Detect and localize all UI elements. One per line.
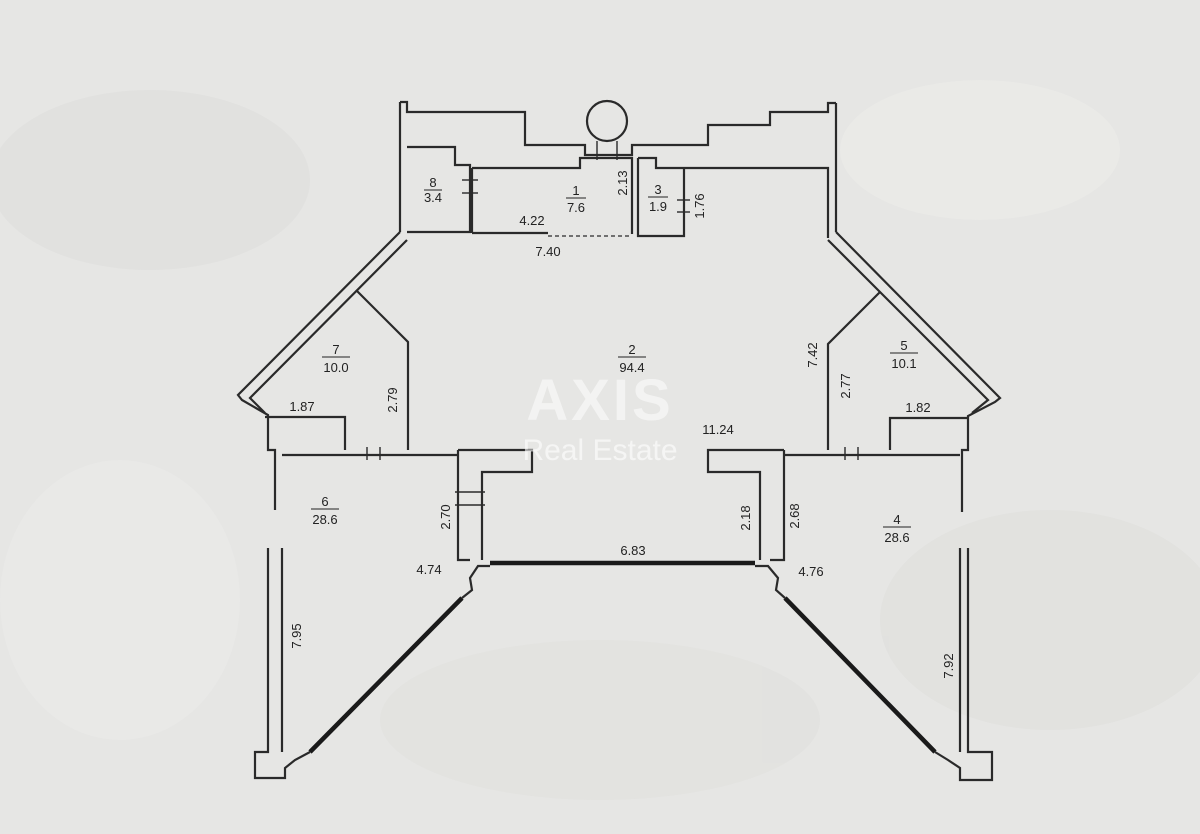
left-lower-wall <box>253 548 311 780</box>
left-window <box>308 596 464 754</box>
dimension-label: 7.42 <box>805 342 820 367</box>
room-number: 4 <box>893 512 900 527</box>
room-label-2: 2 94.4 <box>618 342 646 375</box>
room-labels: 8 3.4 1 7.6 3 1.9 2 94.4 7 10.0 5 10.1 <box>311 175 918 545</box>
column-circle <box>585 99 629 160</box>
room-number: 6 <box>321 494 328 509</box>
dimension-labels: 2.13 1.76 4.22 7.40 7.42 2.77 1.82 2.79 … <box>289 170 956 678</box>
dimension-label: 7.40 <box>535 244 560 259</box>
dimension-label: 4.74 <box>416 562 441 577</box>
dimension-label: 2.79 <box>385 387 400 412</box>
dimension-label: 2.68 <box>787 503 802 528</box>
dimension-label: 7.95 <box>289 623 304 648</box>
left-diagonal-wall <box>236 231 401 510</box>
room-number: 8 <box>429 175 436 190</box>
room-label-6: 6 28.6 <box>311 494 339 527</box>
dimension-label: 1.87 <box>289 399 314 414</box>
interior-walls <box>265 145 968 562</box>
room-area: 1.9 <box>649 199 667 214</box>
dimension-label: 2.13 <box>615 170 630 195</box>
right-diagonal-inner <box>827 239 990 414</box>
dimension-label: 1.82 <box>905 400 930 415</box>
right-diagonal-wall <box>835 231 1002 512</box>
room-area: 10.0 <box>323 360 348 375</box>
dimension-label: 6.83 <box>620 543 645 558</box>
room-area: 28.6 <box>312 512 337 527</box>
room3-walls <box>638 156 830 238</box>
left-diagonal-inner <box>248 239 408 414</box>
room-label-7: 7 10.0 <box>322 342 350 375</box>
dimension-label: 7.92 <box>941 653 956 678</box>
left-window-pier <box>461 564 490 599</box>
room-area: 7.6 <box>567 200 585 215</box>
room-area: 28.6 <box>884 530 909 545</box>
dimension-label: 1.76 <box>692 193 707 218</box>
room-area: 94.4 <box>619 360 644 375</box>
dimension-label: 2.70 <box>438 504 453 529</box>
right-lower-wall <box>934 548 994 782</box>
room-label-5: 5 10.1 <box>890 338 918 371</box>
left-inner-pier <box>458 448 534 560</box>
room-number: 2 <box>628 342 635 357</box>
room-label-1: 1 7.6 <box>566 183 586 215</box>
room-area: 10.1 <box>891 356 916 371</box>
room-number: 7 <box>332 342 339 357</box>
room5-walls <box>826 291 881 450</box>
top-wall <box>400 100 836 157</box>
room7-walls <box>355 289 410 450</box>
room8-walls <box>407 145 472 234</box>
room-label-3: 3 1.9 <box>648 182 668 214</box>
dimension-label: 4.76 <box>798 564 823 579</box>
dimension-label: 2.77 <box>838 373 853 398</box>
outer-walls <box>236 100 1002 782</box>
right-window-pier <box>755 564 786 599</box>
watermark: AXIS Real Estate <box>522 368 677 467</box>
room-label-8: 8 3.4 <box>424 175 442 205</box>
dimension-label: 11.24 <box>702 422 734 437</box>
dimension-label: 2.18 <box>738 505 753 530</box>
watermark-tagline: Real Estate <box>522 434 677 467</box>
room-label-4: 4 28.6 <box>883 512 911 545</box>
room-number: 3 <box>654 182 661 197</box>
room-area: 3.4 <box>424 190 442 205</box>
right-inner-pier <box>706 448 784 560</box>
right-window <box>783 596 937 754</box>
watermark-brand: AXIS <box>526 368 673 433</box>
room1-walls <box>472 156 634 234</box>
room-number: 1 <box>572 183 579 198</box>
dimension-label: 4.22 <box>519 213 544 228</box>
room-number: 5 <box>900 338 907 353</box>
